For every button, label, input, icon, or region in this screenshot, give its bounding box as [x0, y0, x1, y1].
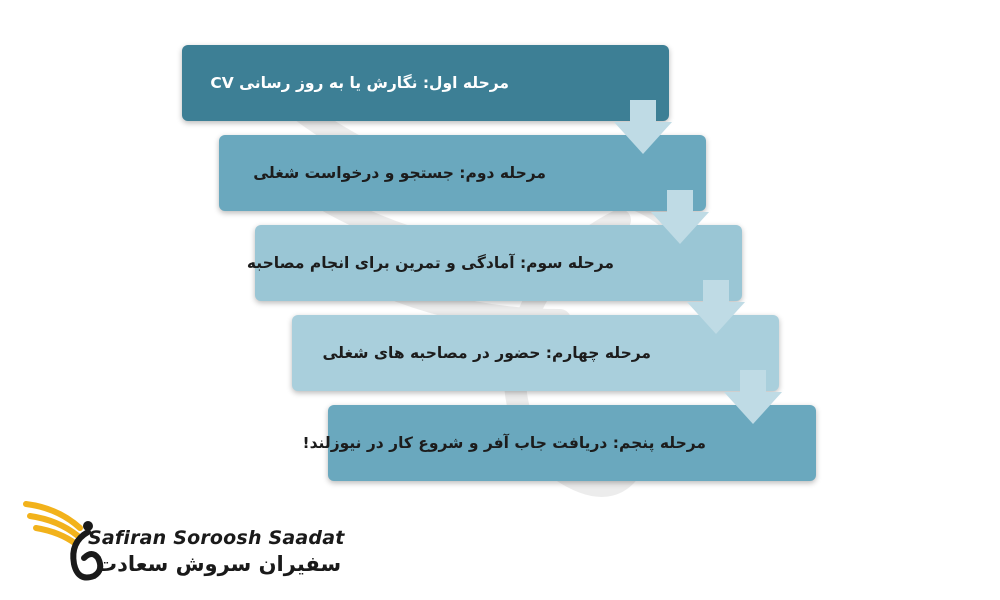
down-arrow-icon	[687, 280, 745, 334]
step-2-label: مرحله دوم: جستجو و درخواست شغلی	[253, 164, 546, 182]
down-arrow-icon	[724, 370, 782, 424]
brand-logo-icon	[23, 501, 104, 581]
step-3-label: مرحله سوم: آمادگی و تمرین برای انجام مصا…	[246, 254, 614, 272]
step-5-label: مرحله پنجم: دریافت جاب آفر و شروع کار در…	[302, 434, 706, 452]
step-2-box: مرحله دوم: جستجو و درخواست شغلی	[219, 135, 706, 211]
down-arrow-icon	[651, 190, 709, 244]
down-arrow-icon	[614, 100, 672, 154]
step-4-box: مرحله چهارم: حضور در مصاحبه های شغلی	[292, 315, 779, 391]
step-5-box: مرحله پنجم: دریافت جاب آفر و شروع کار در…	[303, 405, 816, 481]
step-1-label: مرحله اول: نگارش یا به روز رسانی CV	[210, 74, 509, 92]
step-4-label: مرحله چهارم: حضور در مصاحبه های شغلی	[322, 344, 651, 362]
step-1-box: مرحله اول: نگارش یا به روز رسانی CV	[182, 45, 669, 121]
step-3-box: مرحله سوم: آمادگی و تمرین برای انجام مصا…	[247, 225, 742, 301]
brand-name-persian: سفیران سروش سعادت	[96, 552, 342, 576]
brand-name-english: Safiran Soroosh Saadat	[88, 527, 345, 549]
